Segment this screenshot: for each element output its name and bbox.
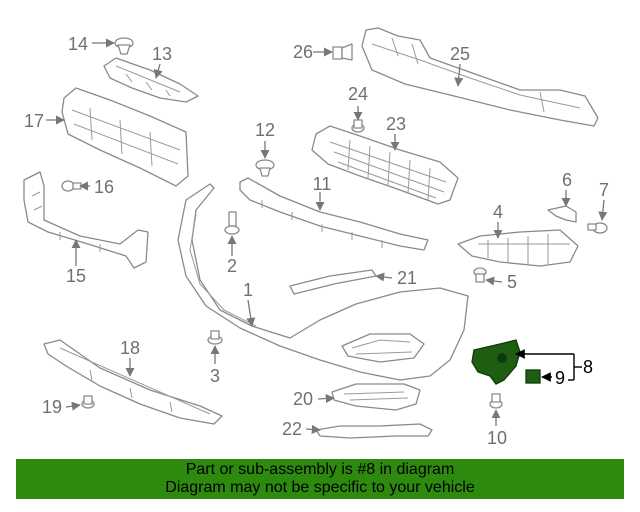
- callout-20: 20: [293, 389, 313, 409]
- leader-lines: [46, 38, 608, 434]
- part-2-bolt[interactable]: [224, 211, 240, 235]
- part-info-banner: Part or sub-assembly is #8 in diagram Di…: [16, 459, 624, 499]
- callout-10: 10: [487, 428, 507, 448]
- callout-labels: 14 13 17 26 25 24 23 12 11 16 15 2 6 7 4…: [24, 34, 609, 448]
- callout-18: 18: [120, 338, 140, 358]
- part-16-screw[interactable]: [61, 180, 82, 192]
- part-14-clip[interactable]: [114, 37, 134, 55]
- part-12-clip[interactable]: [255, 159, 275, 177]
- highlight-leader-lines: [515, 349, 582, 382]
- part-26-bolt[interactable]: [332, 43, 353, 61]
- banner-line-2: Diagram may not be specific to your vehi…: [165, 479, 475, 496]
- part-17-support[interactable]: [61, 87, 189, 187]
- callout-8: 8: [583, 357, 593, 377]
- callout-26: 26: [293, 42, 313, 62]
- part-4-side-bracket[interactable]: [457, 229, 579, 267]
- part-19-clip[interactable]: [81, 395, 95, 409]
- callout-25: 25: [450, 44, 470, 64]
- callout-5: 5: [507, 272, 517, 292]
- part-24-bolt[interactable]: [351, 119, 365, 133]
- callout-12: 12: [255, 120, 275, 140]
- part-8-fog-bracket-highlighted[interactable]: [471, 339, 521, 385]
- callout-21: 21: [397, 268, 417, 288]
- callout-13: 13: [152, 44, 172, 64]
- part-21-molding[interactable]: [289, 269, 377, 295]
- part-10-clip[interactable]: [489, 393, 503, 409]
- part-23-grille[interactable]: [311, 125, 459, 205]
- callout-15: 15: [66, 266, 86, 286]
- callout-14: 14: [68, 34, 88, 54]
- part-22-molding[interactable]: [315, 423, 433, 439]
- callout-24: 24: [348, 84, 368, 104]
- callout-11: 11: [313, 174, 332, 194]
- part-9-clip-highlighted[interactable]: [525, 369, 541, 384]
- exploded-parts-diagram: 14 13 17 26 25 24 23 12 11 16 15 2 6 7 4…: [23, 27, 609, 448]
- part-25-absorber[interactable]: [361, 27, 599, 127]
- part-5-clip[interactable]: [473, 267, 487, 283]
- callout-17: 17: [24, 111, 44, 131]
- banner-line-1: Part or sub-assembly is #8 in diagram: [185, 461, 455, 478]
- part-18-lower-cover[interactable]: [43, 339, 223, 425]
- part-1-bumper-cover[interactable]: [177, 183, 469, 381]
- callout-4: 4: [493, 202, 503, 222]
- part-6-bracket[interactable]: [547, 197, 577, 223]
- callout-23: 23: [386, 114, 406, 134]
- part-20-fog-bezel[interactable]: [331, 383, 421, 411]
- callout-7: 7: [599, 180, 609, 200]
- part-7-screw[interactable]: [587, 222, 608, 234]
- callout-19: 19: [42, 397, 62, 417]
- callout-2: 2: [227, 256, 237, 276]
- callout-6: 6: [562, 170, 572, 190]
- part-15-side-bracket[interactable]: [23, 171, 149, 269]
- callout-1: 1: [243, 280, 253, 300]
- part-3-clip[interactable]: [207, 330, 223, 345]
- part-11-grille-trim[interactable]: [239, 177, 429, 251]
- callout-22: 22: [282, 419, 302, 439]
- part-13-upper-cover[interactable]: [103, 57, 199, 103]
- callout-9: 9: [555, 368, 565, 388]
- callout-16: 16: [94, 177, 114, 197]
- callout-3: 3: [210, 366, 220, 386]
